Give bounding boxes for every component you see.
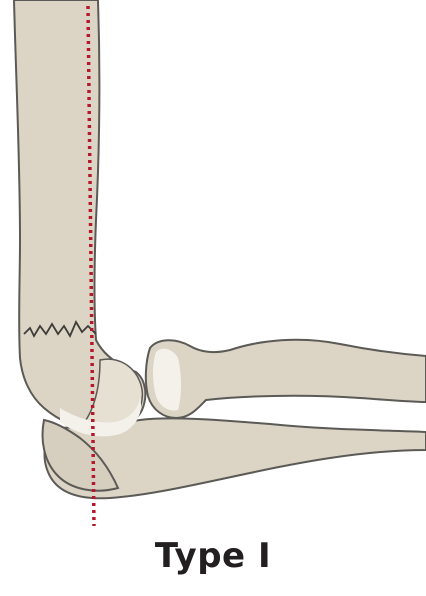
radius-bone (146, 340, 426, 418)
figure-caption: Type I (0, 536, 426, 576)
